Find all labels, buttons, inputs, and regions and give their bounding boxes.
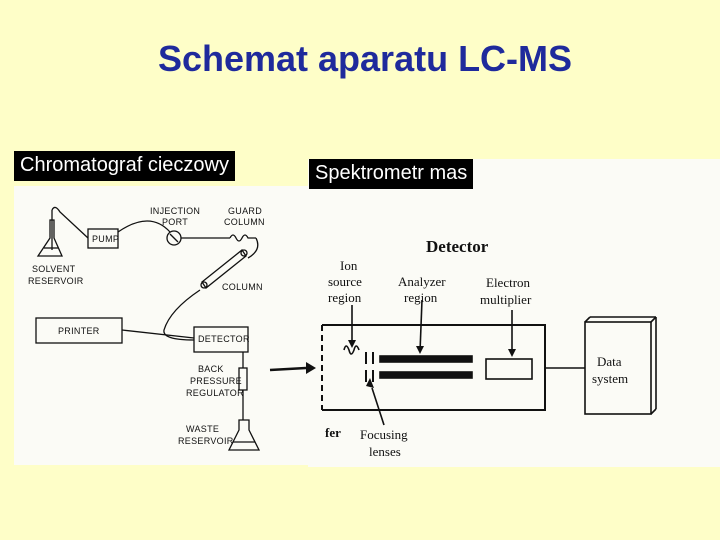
- tube-guard-column: [247, 237, 259, 259]
- lc-to-ms-arrow: [269, 366, 307, 372]
- waste-label-2: RESERVOIR: [178, 436, 234, 446]
- printer-label: PRINTER: [58, 326, 100, 336]
- pump-box: [87, 228, 119, 249]
- ms-label: Spektrometr mas: [309, 159, 474, 189]
- detector-box: [193, 326, 249, 353]
- analyzer-label-2: region: [404, 290, 438, 305]
- guard-column-coil: [229, 234, 256, 242]
- focusing-label-1: Focusing: [360, 427, 408, 442]
- ms-diagram: [321, 299, 657, 426]
- pump-label: PUMP: [92, 234, 119, 244]
- solvent-flask: [36, 219, 64, 257]
- slide-title: Schemat aparatu LC-MS: [157, 38, 573, 79]
- lc-panel: [14, 186, 308, 465]
- guard-label-2: COLUMN: [224, 217, 265, 227]
- ion-label-2: source: [328, 274, 362, 289]
- tube-pump-injection: [117, 220, 171, 233]
- data-system-label-2: system: [592, 371, 628, 386]
- ion-label-1: Ion: [340, 258, 358, 273]
- tube-flask-pump: [51, 206, 89, 239]
- solvent-label-1: SOLVENT: [32, 264, 76, 274]
- regulator-label-1: BACK: [198, 364, 224, 374]
- injection-label-2: PORT: [162, 217, 188, 227]
- regulator-label-3: REGULATOR: [186, 388, 244, 398]
- electron-label-2: multiplier: [480, 292, 532, 307]
- detector-label: DETECTOR: [198, 334, 250, 344]
- analyzer-rod-top: [379, 355, 473, 363]
- fer-fragment: fer: [325, 425, 341, 440]
- ion-source-coil: [343, 345, 360, 355]
- solvent-label-2: RESERVOIR: [28, 276, 84, 286]
- analyzer-rod-bottom: [379, 371, 473, 379]
- tube-column-detector: [163, 289, 201, 341]
- lc-diagram: [35, 206, 261, 451]
- data-system-box: [584, 321, 652, 415]
- waste-flask: [227, 419, 261, 451]
- ms-detector-title: Detector: [426, 237, 489, 256]
- guard-label-1: GUARD: [228, 206, 262, 216]
- waste-label-1: WASTE: [186, 424, 219, 434]
- injection-label-1: INJECTION: [150, 206, 200, 216]
- analyzer-label-1: Analyzer: [398, 274, 446, 289]
- ms-panel: [308, 159, 720, 467]
- lc-label: Chromatograf cieczowy: [14, 151, 235, 181]
- electron-label-1: Electron: [486, 275, 531, 290]
- column-label: COLUMN: [222, 282, 263, 292]
- regulator-label-2: PRESSURE: [190, 376, 242, 386]
- focusing-label-2: lenses: [369, 444, 401, 459]
- electron-multiplier-box: [485, 358, 533, 380]
- ion-label-3: region: [328, 290, 362, 305]
- data-system-label-1: Data: [597, 354, 622, 369]
